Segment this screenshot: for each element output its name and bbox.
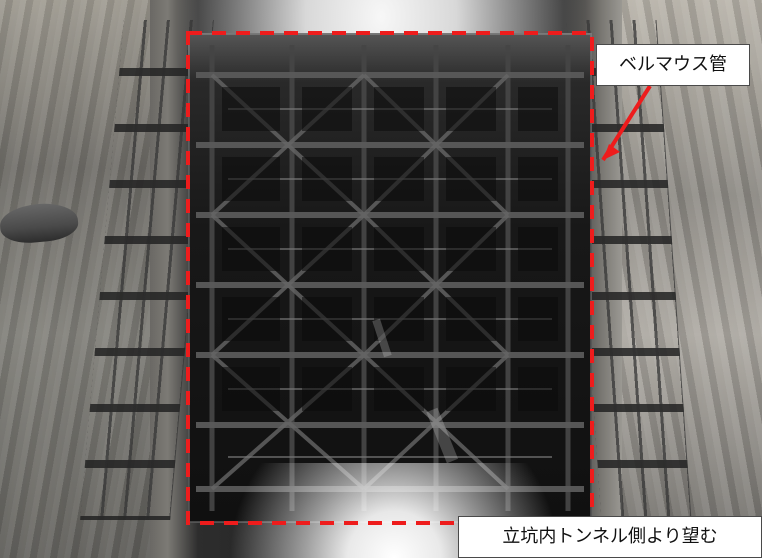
photo-caption: 立坑内トンネル側より望む bbox=[458, 516, 762, 558]
bellmouth-label: ベルマウス管 bbox=[596, 44, 750, 86]
bellmouth-pipe-frame bbox=[188, 33, 592, 523]
steel-truss-frame bbox=[188, 33, 592, 523]
